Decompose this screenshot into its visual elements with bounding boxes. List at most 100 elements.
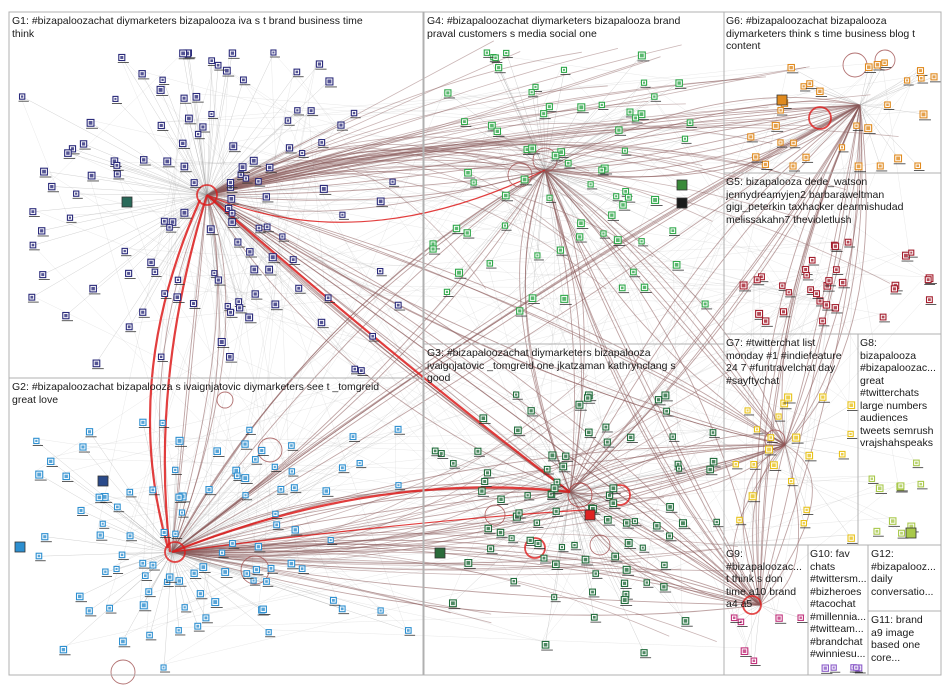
edge-g2-15 xyxy=(171,551,303,570)
edge-cross-60 xyxy=(784,61,875,395)
edge-cross-237 xyxy=(488,122,585,395)
edge-g1-74 xyxy=(33,194,208,246)
edge-g3-56 xyxy=(529,491,571,541)
edge-cross-104 xyxy=(250,233,280,579)
edge-g6-10 xyxy=(775,104,861,126)
edge-g2-39 xyxy=(171,551,270,633)
edge-cross-30 xyxy=(199,123,353,367)
node-fill-g2-48 xyxy=(198,592,202,596)
node-fill-g7-7 xyxy=(738,518,741,522)
node-fill-g3-40 xyxy=(625,521,629,525)
node-fill-g5-3 xyxy=(781,284,784,287)
edge-g2-52 xyxy=(171,551,255,582)
edge-g4-54 xyxy=(544,169,581,224)
edge-g3-45 xyxy=(569,491,629,543)
strong-edge-170 xyxy=(171,544,520,553)
edge-cross-72 xyxy=(294,107,616,128)
node-fill-g1-112 xyxy=(236,240,240,244)
node-fill-g6-23 xyxy=(763,162,767,166)
node-fill-g6-29 xyxy=(779,109,782,112)
node-fill-g5-16 xyxy=(818,299,822,303)
node-fill-g1-115 xyxy=(226,305,229,308)
edge-g3-35 xyxy=(435,450,571,493)
node-fill-g4-27 xyxy=(617,128,621,132)
edge-cross-99 xyxy=(78,313,881,508)
edge-cross-25 xyxy=(227,108,628,310)
edge-cross-166 xyxy=(492,54,676,81)
node-fill-g7-15 xyxy=(849,536,853,540)
node-fill-g4-19 xyxy=(548,196,551,199)
node-fill-g2-37 xyxy=(37,472,42,477)
node-fill-g5-30 xyxy=(810,258,814,262)
edge-g2-57 xyxy=(98,496,173,553)
node-fill-g5-12 xyxy=(892,287,896,291)
strong-edge-129 xyxy=(206,171,654,257)
strong-edge-74 xyxy=(569,104,861,493)
strong-edge-147 xyxy=(206,124,821,196)
strong-edge-62 xyxy=(171,551,761,606)
edge-cross-119 xyxy=(229,84,533,144)
node-fill-g3-25 xyxy=(489,547,493,551)
node-fill-g6-22 xyxy=(920,76,923,80)
edge-cross-236 xyxy=(293,69,683,618)
node-fill-g1-105 xyxy=(21,95,24,98)
node-fill-g4-34 xyxy=(639,112,644,117)
edge-cross-103 xyxy=(221,517,890,569)
node-fill-g4-44 xyxy=(518,309,522,313)
node-fill-g4-57 xyxy=(642,285,647,290)
edge-g6-11 xyxy=(859,70,921,106)
node-fill-g2-60 xyxy=(161,421,164,425)
edge-g3-54 xyxy=(530,410,571,493)
node-fill-g2-3 xyxy=(358,462,361,465)
strong-edge-99 xyxy=(544,169,786,446)
edge-g4-15 xyxy=(537,169,546,256)
node-fill-g1-58 xyxy=(70,147,75,151)
edge-g3-38 xyxy=(452,491,571,604)
node-fill-g2-66 xyxy=(289,561,294,566)
node-fill-g1-117 xyxy=(231,144,236,149)
node-fill-g4-30 xyxy=(674,263,679,267)
node-fill-g3-10 xyxy=(605,440,609,444)
node-fill-g1-82 xyxy=(50,184,54,189)
node-fill-g2-61 xyxy=(231,542,234,545)
edge-g3-43 xyxy=(569,411,667,493)
node-fill-g4-20 xyxy=(640,240,643,243)
edge-cross-153 xyxy=(369,333,605,517)
node-fill-g3-41 xyxy=(542,556,546,560)
node-fill-g1-80 xyxy=(265,225,269,229)
edge-g1-38 xyxy=(206,174,242,196)
edge-g1-77 xyxy=(206,52,275,196)
edge-g3-53 xyxy=(569,491,665,566)
edge-g2-54 xyxy=(142,551,173,564)
node-fill-g2-30 xyxy=(273,465,276,468)
strong-edge-85 xyxy=(569,491,761,606)
node-fill-g1-6 xyxy=(40,229,44,233)
edge-g2-22 xyxy=(171,443,246,553)
node-fill-g2-82 xyxy=(98,533,102,537)
edge-g1-90 xyxy=(115,99,208,196)
edge-cross-84 xyxy=(490,54,777,616)
edge-g3-16 xyxy=(569,436,674,493)
node-fill-g1-63 xyxy=(175,295,180,300)
node-fill-g2-46 xyxy=(244,494,247,497)
strong-edge-188 xyxy=(171,549,717,643)
node-fill-g4-63 xyxy=(589,183,592,186)
node-fill-g6-25 xyxy=(808,82,812,86)
node-fill-g2-12 xyxy=(215,449,219,453)
edge-g3-0 xyxy=(569,399,659,493)
node-fill-g1-25 xyxy=(142,158,146,162)
node-fill-g2-59 xyxy=(290,444,293,447)
strong-edge-104 xyxy=(544,169,761,606)
node-fill-g3-33 xyxy=(555,480,559,484)
self-loop-0 xyxy=(196,184,218,206)
node-fill-g1-85 xyxy=(326,296,330,300)
node-fill-g4-41 xyxy=(602,232,605,235)
node-fill-g1-19 xyxy=(149,260,153,265)
edge-g3-22 xyxy=(569,491,576,546)
node-fill-g2-67 xyxy=(141,420,145,424)
edge-cross-14 xyxy=(179,193,264,511)
edge-g4-44 xyxy=(519,169,546,311)
node-fill-g2-72 xyxy=(101,522,104,525)
edge-g9-3 xyxy=(734,604,761,619)
node-fill-g1-70 xyxy=(230,220,234,224)
